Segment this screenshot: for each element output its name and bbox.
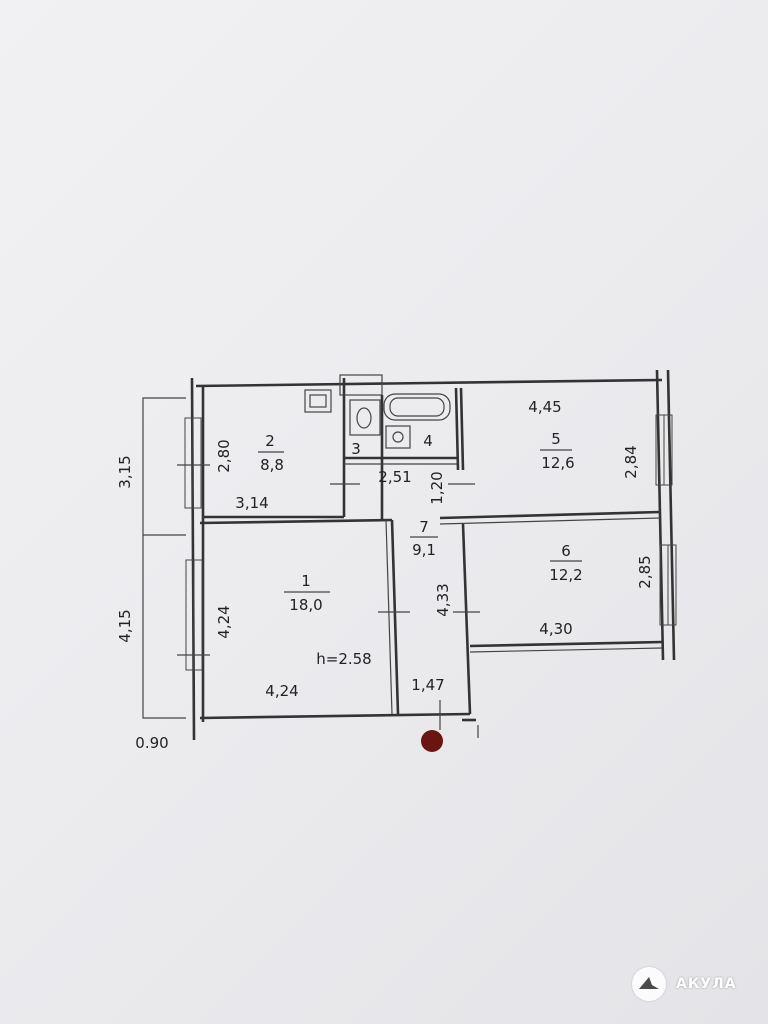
ceiling-height: h=2.58 [316, 650, 371, 668]
room7-number: 7 [419, 518, 429, 536]
left-windows [177, 417, 210, 671]
watermark-text: АКУЛА [676, 976, 737, 992]
balcony-top-dim: 3,15 [116, 455, 134, 488]
ink-dot [421, 730, 443, 752]
room2-number: 2 [265, 432, 275, 450]
outer-walls [190, 369, 676, 741]
room7-area: 9,1 [412, 541, 436, 559]
kitchen-sink [304, 389, 332, 413]
hall-length-dim: 4,33 [434, 583, 452, 616]
bath-depth-dim: 1,20 [428, 471, 446, 504]
room6-height-dim: 2,85 [636, 555, 654, 588]
door-markers [330, 483, 480, 738]
bath-width-dim: 2,51 [378, 468, 411, 486]
shark-logo-icon [632, 967, 666, 1001]
room6-number: 6 [561, 542, 571, 560]
room1-number: 1 [301, 572, 311, 590]
room6-width-dim: 4,30 [539, 620, 572, 638]
room2-area: 8,8 [260, 456, 284, 474]
room5-height-dim: 2,84 [622, 445, 640, 478]
room1-width-dim: 4,24 [265, 682, 298, 700]
hall-width-dim: 1,47 [411, 676, 444, 694]
balcony-bottom-dim: 4,15 [116, 609, 134, 642]
room5-area: 12,6 [541, 454, 574, 472]
right-windows [655, 414, 677, 626]
room5-width-dim: 4,45 [528, 398, 561, 416]
toilet [349, 399, 381, 436]
room5-number: 5 [551, 430, 561, 448]
room3-number: 3 [351, 440, 361, 458]
sink-room4 [385, 425, 411, 449]
room2-width-dim: 3,14 [235, 494, 268, 512]
balcony [142, 397, 186, 719]
room1-area: 18,0 [289, 596, 322, 614]
room1-height-dim: 4,24 [215, 605, 233, 638]
interior-walls [199, 374, 663, 715]
bathtub [383, 393, 451, 421]
room6-area: 12,2 [549, 566, 582, 584]
watermark: АКУЛА [632, 963, 737, 1005]
balcony-depth-dim: 0.90 [135, 734, 168, 752]
room4-number: 4 [423, 432, 433, 450]
room2-height-dim: 2,80 [215, 439, 233, 472]
